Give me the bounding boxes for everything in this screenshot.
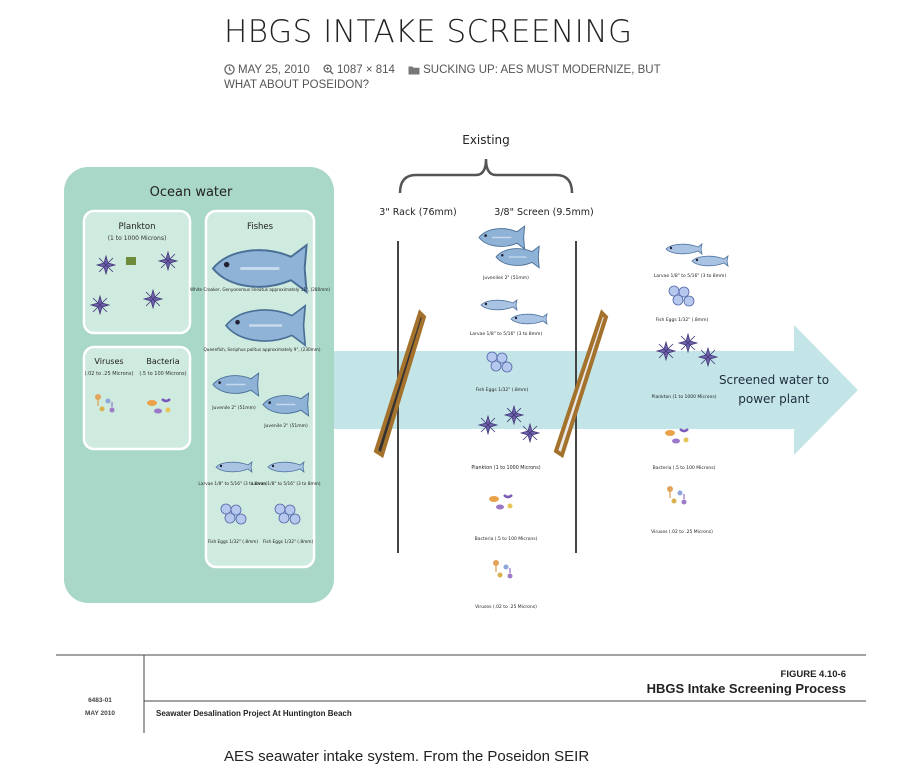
bacteria-size: (.5 to 100 Microns) xyxy=(139,371,186,377)
fish-eggs-label-2: Fish Eggs 1/32" (.8mm) xyxy=(263,539,314,545)
virus-icon xyxy=(666,485,688,506)
viruses-label: Viruses xyxy=(94,357,123,366)
project-name: Seawater Desalination Project At Hunting… xyxy=(156,709,352,718)
larva-icon xyxy=(480,299,518,311)
plankton-icon xyxy=(504,405,524,425)
zoom-icon xyxy=(323,64,334,75)
plankton-icon xyxy=(478,415,498,435)
right-viruses-label: Viruses (.02 to .25 Microns) xyxy=(651,529,713,535)
mid-viruses-label: Viruses (.02 to .25 Microns) xyxy=(475,604,537,610)
arrow-label-line-2: power plant xyxy=(738,392,810,406)
doc-number: 6483-01 xyxy=(88,697,112,704)
right-larvae-label: Larvae 1/8" to 5/16" (3 to 8mm) xyxy=(654,273,727,279)
folder-icon xyxy=(408,66,420,75)
plankton-icon xyxy=(656,341,676,361)
larvae-label-1: Larvae 1/8" to 5/16" (3 to 8mm) xyxy=(198,481,267,487)
juvenile-label-1: Juvenile 2" (51mm) xyxy=(211,405,256,411)
queenfish-label: Queenfish, Seriphus politus approximatel… xyxy=(204,347,321,352)
plankton-icon xyxy=(96,255,116,275)
right-plankton-label: Plankton (1 to 1000 Microns) xyxy=(652,394,717,400)
fishes-box xyxy=(204,209,316,569)
plankton-icon xyxy=(90,295,110,315)
fishes-label: Fishes xyxy=(247,222,274,232)
intake-screening-figure: Ocean water Plankton (1 to 1000 Microns)… xyxy=(56,133,866,733)
viruses-bacteria-box xyxy=(82,345,192,451)
screen-label: 3/8" Screen (9.5mm) xyxy=(494,207,593,218)
virus-icon xyxy=(492,559,514,580)
bacteria-label: Bacteria xyxy=(146,357,179,366)
plankton-box xyxy=(82,209,192,335)
existing-label: Existing xyxy=(462,133,510,147)
post-title: HBGS INTAKE SCREENING xyxy=(224,14,633,50)
mid-fish-eggs-label: Fish Eggs 1/32" (.8mm) xyxy=(476,387,529,393)
fish-eggs-icon xyxy=(668,285,695,307)
doc-date: MAY 2010 xyxy=(85,710,115,717)
white-croaker-label: White Croaker, Genyonemus lineatus appro… xyxy=(190,287,330,292)
figure-number: FIGURE 4.10-6 xyxy=(781,669,846,680)
plankton-icon xyxy=(520,423,540,443)
plankton-icon xyxy=(143,289,163,309)
mid-plankton-label: Plankton (1 to 1000 Microns) xyxy=(471,465,540,471)
right-fish-eggs-label: Fish Eggs 1/32" (.8mm) xyxy=(656,317,709,323)
arrow-label-line-1: Screened water to xyxy=(719,373,829,387)
larva-icon xyxy=(665,243,703,255)
screen-frame xyxy=(553,309,609,459)
plankton-size: (1 to 1000 Microns) xyxy=(108,235,167,242)
larvae-label-2: Larvae 1/8" to 5/16" (3 to 8mm) xyxy=(251,481,320,487)
viruses-size: (.02 to .25 Microns) xyxy=(85,371,134,377)
post-meta: MAY 25, 2010 1087 × 814 SUCKING UP: AES … xyxy=(224,63,694,93)
juvenile-fish xyxy=(478,225,526,250)
plankton-icon xyxy=(158,251,178,271)
clock-icon xyxy=(224,64,235,75)
juvenile-label-2: Juvenile 2" (51mm) xyxy=(263,423,308,429)
rack-frame xyxy=(373,309,427,459)
bacteria-icon xyxy=(663,427,690,445)
image-caption: AES seawater intake system. From the Pos… xyxy=(224,748,590,765)
existing-bracket xyxy=(398,158,574,194)
plankton-icon xyxy=(678,333,698,353)
mid-larvae-label: Larvae 1/8" to 5/16" (3 to 8mm) xyxy=(470,331,543,337)
image-dimensions[interactable]: 1087 × 814 xyxy=(323,64,398,76)
rack-label: 3" Rack (76mm) xyxy=(379,207,456,218)
larva-icon xyxy=(691,255,729,267)
plankton-label: Plankton xyxy=(119,222,156,232)
parent-post-link[interactable]: SUCKING UP: AES MUST MODERNIZE, BUT WHAT… xyxy=(224,64,661,91)
bacteria-icon xyxy=(487,493,514,511)
post-date[interactable]: MAY 25, 2010 xyxy=(224,64,313,76)
fish-eggs-label-1: Fish Eggs 1/32" (.8mm) xyxy=(208,539,259,545)
right-bacteria-label: Bacteria (.5 to 100 Microns) xyxy=(653,465,716,471)
larva-icon xyxy=(510,313,548,325)
ocean-water-title: Ocean water xyxy=(150,185,233,200)
mid-juveniles-label: Juveniles 2" (51mm) xyxy=(482,275,529,281)
mid-bacteria-label: Bacteria (.5 to 100 Microns) xyxy=(475,536,538,542)
plankton-icon xyxy=(126,257,136,265)
screened-water-arrow xyxy=(334,325,858,455)
plankton-icon xyxy=(698,347,718,367)
juvenile-fish xyxy=(495,245,540,269)
figure-title: HBGS Intake Screening Process xyxy=(647,681,846,696)
